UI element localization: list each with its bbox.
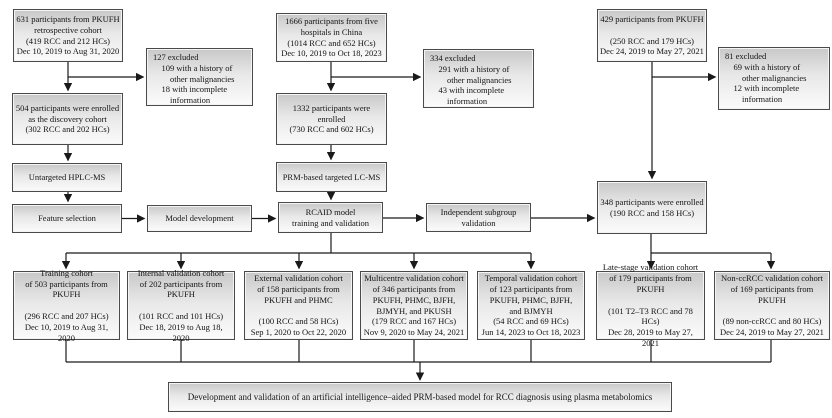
box-conclusion: Development and validation of an artific… [168,382,672,412]
box-training-cohort: Training cohort of 503 participants from… [13,268,120,343]
box-cohort-pkufh-631: 631 participants from PKUFH retrospectiv… [13,9,123,62]
box-multicentre-validation-cohort: Multicentre validation cohort of 346 par… [360,271,468,340]
box-prm-targeted-lc-ms: PRM-based targeted LC-MS [276,162,387,192]
box-untargeted-hplc-ms: Untargeted HPLC-MS [12,163,122,192]
box-external-validation-cohort: External validation cohort of 158 partic… [244,271,353,340]
box-excluded-127: 127 excluded 109 with a history of other… [146,48,253,106]
box-internal-validation-cohort: Internal validation cohort of 202 partic… [127,268,235,343]
box-feature-selection: Feature selection [12,204,122,233]
box-enrolled-348: 348 participants were enrolled (190 RCC … [597,181,707,234]
box-cohort-five-hospitals-1666: 1666 participants from five hospitals in… [276,13,387,62]
box-non-ccrcc-validation-cohort: Non-ccRCC validation cohort of 169 parti… [714,271,830,340]
box-cohort-pkufh-429: 429 participants from PKUFH (250 RCC and… [597,9,707,62]
box-enrolled-1332: 1332 participants were enrolled (730 RCC… [276,93,387,145]
box-model-development: Model development [147,205,252,232]
box-excluded-81: 81 excluded 69 with a history of other m… [718,47,830,110]
box-independent-subgroup-validation: Independent subgroup validation [426,203,531,232]
box-temporal-validation-cohort: Temporal validation cohort of 123 partic… [477,271,585,340]
box-late-stage-validation-cohort: Late-stage validation cohort of 179 part… [596,262,705,348]
box-rcaid-model: RCAID model training and validation [278,202,383,233]
box-discovery-504: 504 participants were enrolled as the di… [12,93,123,145]
box-excluded-334: 334 excluded 291 with a history of other… [423,49,534,108]
